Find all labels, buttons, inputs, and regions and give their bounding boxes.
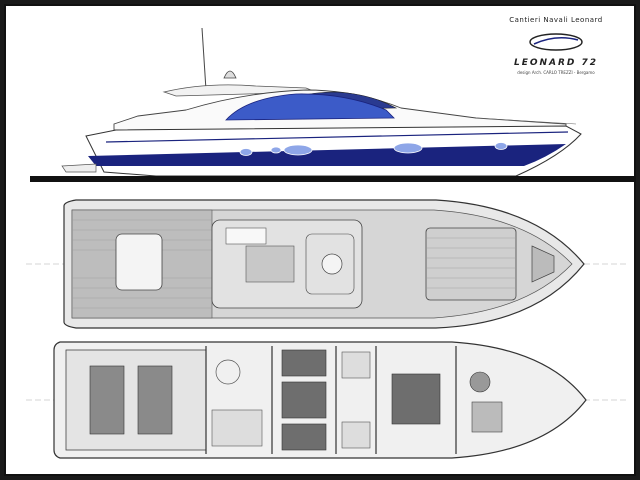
leonard-logo [486,32,626,52]
design-credit: design Arch. CARLO TREZZI - Bergamo [517,70,595,75]
shipyard-name: Cantieri Navali Leonard [509,16,603,24]
interior-layout-view [26,341,626,459]
model-name: LEONARD 72 [513,58,599,68]
drawing-sheet: Cantieri Navali Leonard LEONARD 72 desig… [4,4,636,476]
title-block: Cantieri Navali Leonard LEONARD 72 desig… [486,16,626,75]
side-profile-view [30,27,634,182]
deck-plan-view [26,199,626,329]
yacht-drawing [26,27,634,459]
